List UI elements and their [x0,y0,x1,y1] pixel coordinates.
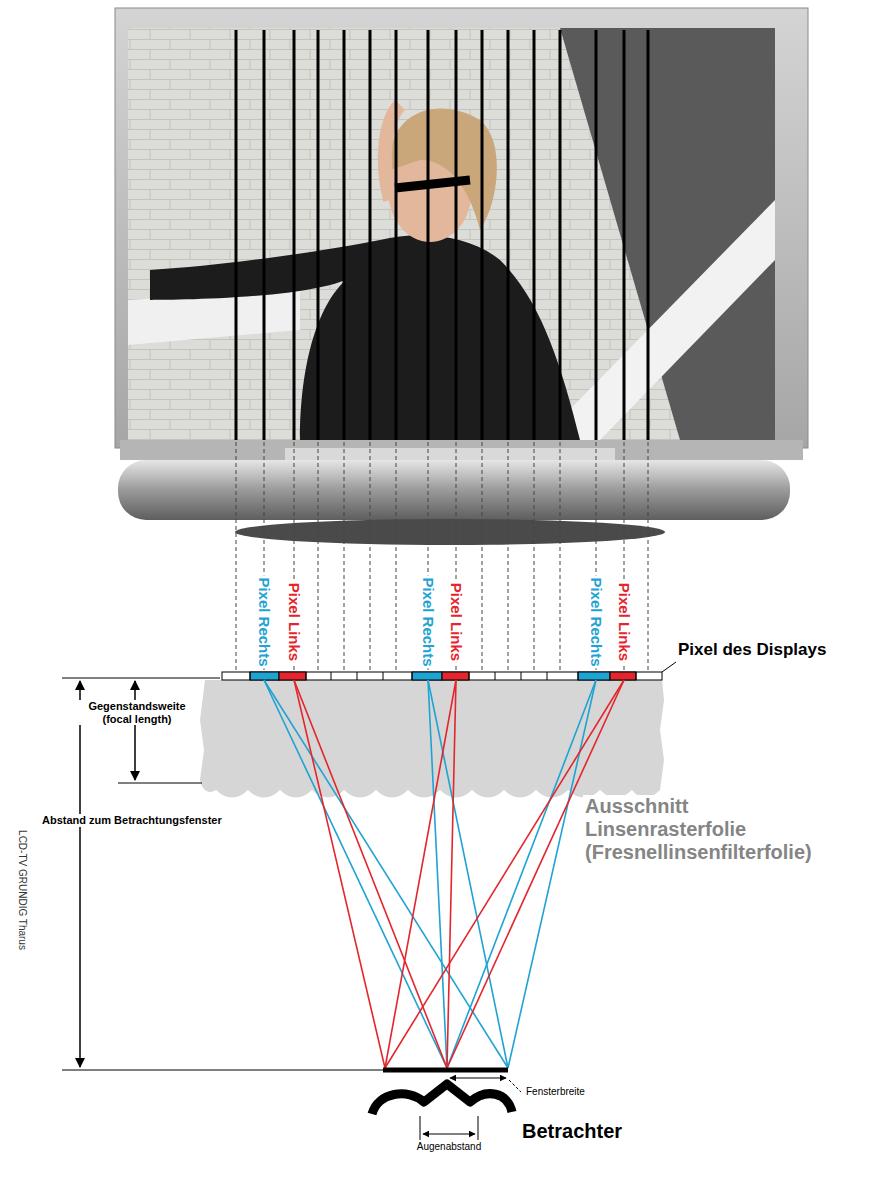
stripe [595,30,598,440]
rays-right [264,680,596,1068]
stripe [317,30,320,440]
stripe [455,30,458,440]
pixel-label: Pixel Rechts [587,575,604,668]
pixel-label: Pixel Rechts [419,575,436,668]
dashed-line [396,442,397,672]
part-label: Ausschnitt Linsenrasterfolie (Fresnellin… [583,795,814,864]
ray [428,680,508,1068]
pixel-row [222,672,662,680]
tick [420,1116,421,1140]
window-width-arrow [450,1078,506,1079]
dashed-line [344,442,345,672]
person-body [150,235,580,440]
barrier-stripes [236,30,648,440]
stripe [427,30,430,440]
focal-arrow [134,681,136,780]
rays-left [294,680,624,1068]
ray [264,680,447,1068]
dimension-line [118,783,202,784]
dimension-line [62,1070,383,1071]
dashed-line [560,442,561,672]
tv-stand [235,519,665,545]
stripe [481,30,484,440]
ray [447,680,456,1068]
stripe [395,30,398,440]
part-label: Pixel des Displays [676,640,828,660]
stair-rail [540,200,775,440]
tick [478,1116,479,1140]
stripe [293,30,296,440]
dimension-line [62,678,220,679]
pixel-right [578,672,610,680]
dashed-line [508,442,509,672]
dashed-line [482,442,483,672]
person-arm [385,105,400,200]
dimension-label: Augenabstand [415,1141,484,1153]
dashed-line [370,442,371,672]
dashed-line [236,442,237,672]
photo-background [128,28,775,440]
pixel-label: Pixel Links [615,581,632,663]
ray [385,680,624,1068]
pixel-label: Pixel Links [447,581,464,663]
pixel-right [412,672,442,680]
pixel-left [279,672,306,680]
projection-lines [236,442,648,672]
distance-arrow [79,681,81,1067]
pixel-left [442,672,469,680]
ray [264,680,508,1068]
dashed-line [648,442,649,672]
stripe [263,30,266,440]
dashed-line [318,442,319,672]
glasses [395,180,470,188]
dimension-label: Gegenstandsweite (focal length) [78,700,196,725]
dimension-label: Abstand zum Betrachtungsfenster [40,814,224,827]
pixel-divider [250,672,636,680]
stripe [507,30,510,440]
viewing-window [383,1068,508,1073]
ray [294,680,447,1068]
stripe [343,30,346,440]
pixel-label: Pixel Links [285,581,302,663]
part-label: Betrachter [520,1120,624,1143]
dashed-line [534,442,535,672]
stripe [235,30,238,440]
leader-line [509,1080,521,1092]
stripe [647,30,650,440]
pixel-dividers [250,672,636,680]
leader-line [662,662,676,672]
stripe [533,30,536,440]
ray [508,680,596,1068]
tv-frame [115,8,808,448]
stripe [369,30,372,440]
ray [447,680,624,1068]
speaker-bar [118,460,790,520]
pixel-right [250,672,279,680]
viewer-head [372,1084,512,1114]
pixel-label: Pixel Rechts [255,575,272,668]
stripe [559,30,562,440]
dimension-label: Fensterbreite [524,1086,587,1098]
side-note: LCD-TV GRUNDIG Tharus [16,828,28,952]
ray [447,680,596,1068]
eye-distance-arrow [423,1134,475,1135]
stripe [623,30,626,440]
ray [428,680,447,1068]
pixel-left [610,672,636,680]
